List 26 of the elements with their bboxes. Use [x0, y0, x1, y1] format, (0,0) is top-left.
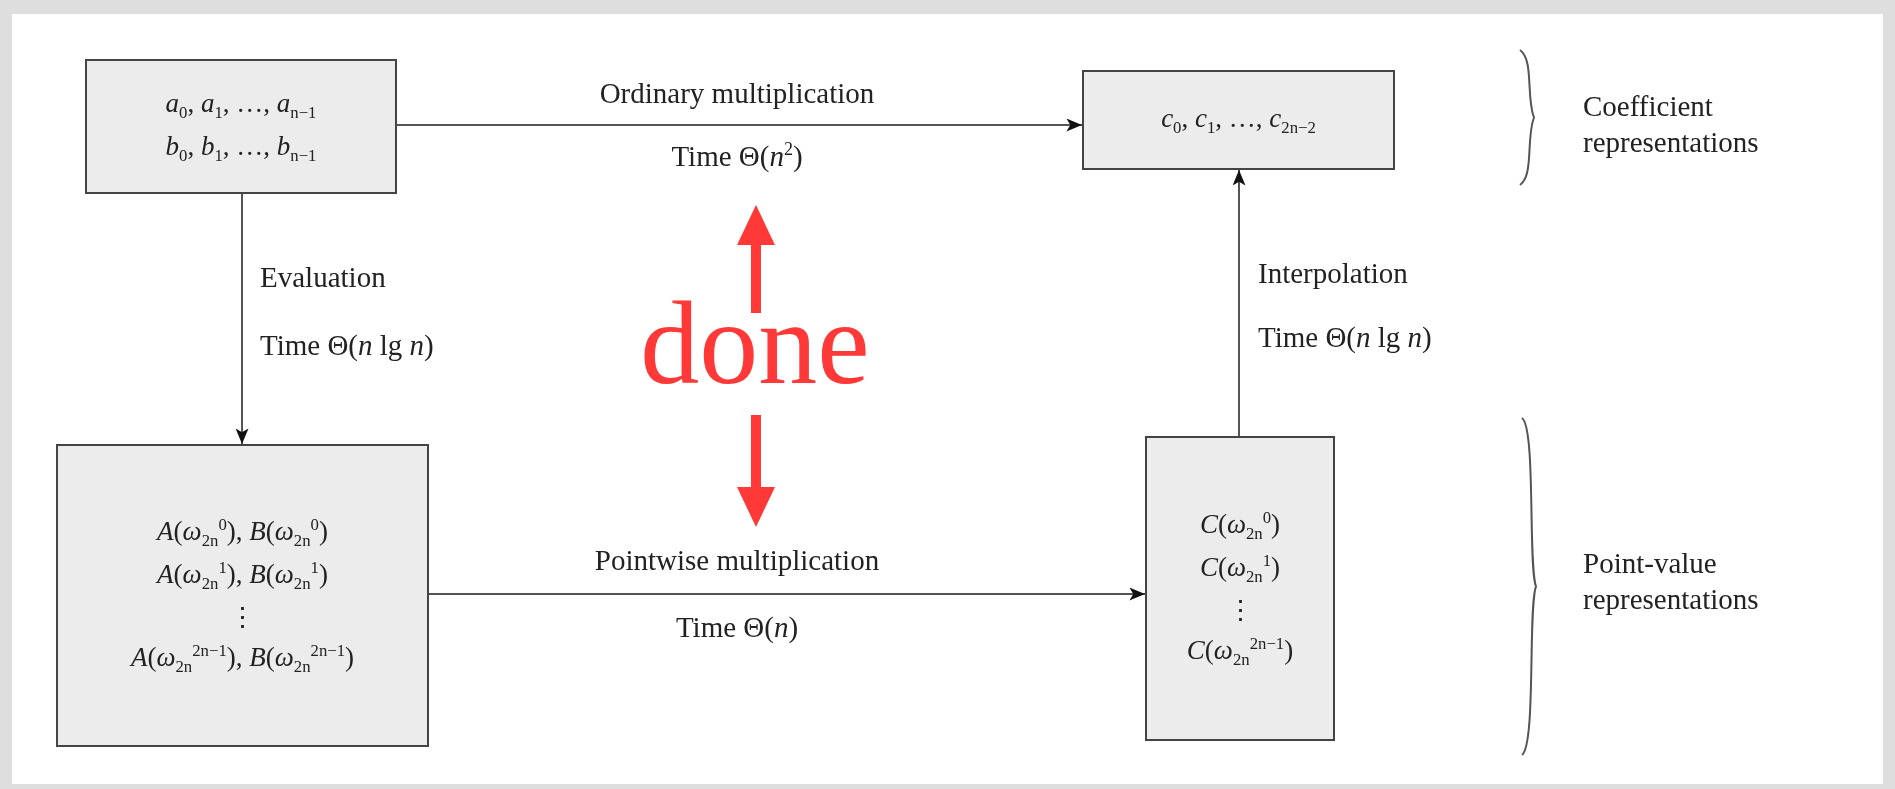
process-box	[1082, 70, 1395, 170]
arrow	[428, 587, 1146, 601]
time-label: Time Θ(n lg n)	[260, 330, 434, 362]
math-expression: ⋮	[1226, 594, 1254, 626]
process-box	[56, 444, 429, 747]
process-box	[85, 59, 397, 194]
math-expression: ⋮	[229, 601, 256, 633]
math-expression: C(ω$_{2n}$$^{0}$)	[1199, 507, 1281, 544]
math-expression: A(ω$_{2n}$$^{0}$), B(ω$_{2n}$$^{0}$)	[157, 514, 328, 551]
group-label: Coefficient representations	[1583, 89, 1760, 161]
time-label: Time Θ(n)	[675, 612, 799, 644]
time-label: Time Θ(n lg n)	[1258, 322, 1432, 354]
math-expression: C(ω$_{2n}$$^{1}$)	[1199, 551, 1281, 587]
math-expression: A(ω$_{2n}$$^{1}$), B(ω$_{2n}$$^{1}$)	[157, 558, 328, 594]
annotation-text: done	[640, 285, 870, 403]
process-box	[1145, 436, 1335, 741]
math-expression: b$_{0}$, b$_{1}$, …, b$_{n−1}$	[165, 130, 317, 166]
arrow	[396, 118, 1083, 132]
math-expression: c$_{0}$, c$_{1}$, …, c$_{2n−2}$	[1161, 102, 1316, 138]
math-expression: a$_{0}$, a$_{1}$, …, a$_{n−1}$	[165, 87, 317, 123]
group-label: Point-value representations	[1583, 546, 1760, 618]
arrow	[235, 193, 249, 445]
arrow	[1232, 169, 1246, 437]
time-label: Time Θ(n$^{2}$)	[671, 140, 803, 173]
math-expression: A(ω$_{2n}$$^{2n−1}$), B(ω$_{2n}$$^{2n−1}$)	[130, 640, 355, 677]
math-expression: C(ω$_{2n}$$^{2n−1}$)	[1186, 633, 1294, 670]
